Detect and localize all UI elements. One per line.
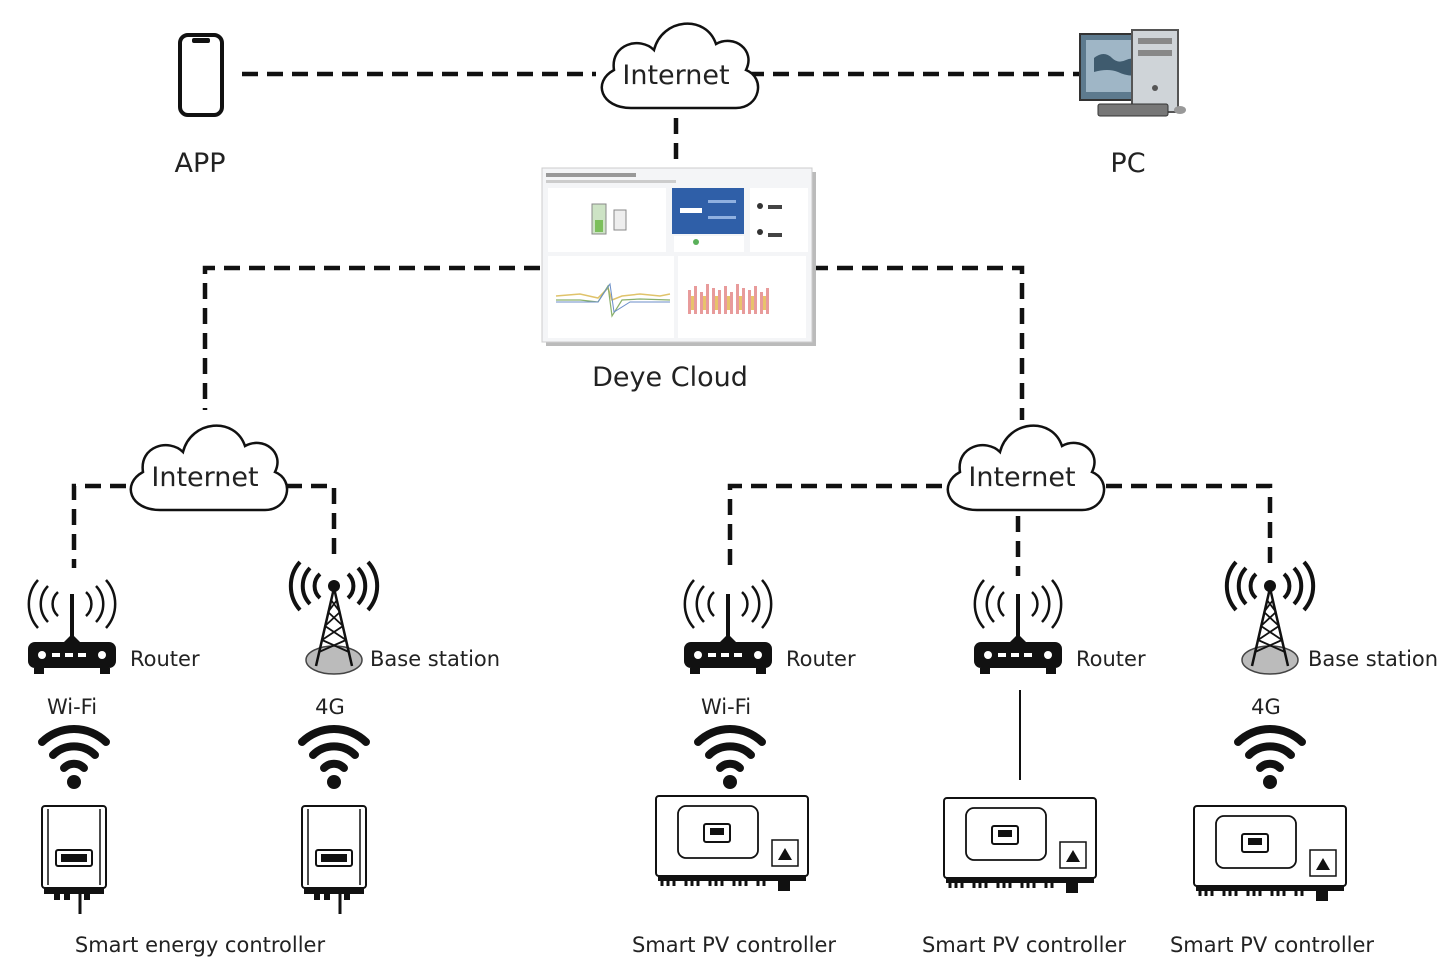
smartphone-icon (178, 33, 224, 117)
wifi-label-left: Wi-Fi (47, 695, 97, 719)
app-label: APP (174, 148, 225, 179)
link-right-internet-tower (1106, 483, 1273, 570)
inverter-icon (40, 804, 108, 916)
router-label-right-1: Router (786, 647, 856, 671)
link-right-internet-router1 (727, 483, 942, 568)
inverter-icon (654, 794, 810, 893)
deye-cloud-label: Deye Cloud (592, 362, 748, 393)
router-label-right-2: Router (1076, 647, 1146, 671)
router-icon (972, 578, 1064, 676)
pc-label: PC (1110, 148, 1145, 179)
4g-label-right: 4G (1251, 695, 1281, 719)
inverter-icon (1192, 804, 1348, 903)
internet-label-left: Internet (151, 462, 258, 493)
wifi-icon (1238, 729, 1302, 789)
4g-label-left: 4G (315, 695, 345, 719)
wifi-icon (42, 729, 106, 789)
cell-tower-icon (288, 560, 380, 676)
device-label-right-2: Smart PV controller (922, 933, 1126, 957)
wifi-label-right: Wi-Fi (701, 695, 751, 719)
link-left-internet-tower (286, 483, 337, 560)
router-icon (682, 578, 774, 676)
device-label-right-1: Smart PV controller (632, 933, 836, 957)
internet-label-right: Internet (968, 462, 1075, 493)
base-station-label-left: Base station (370, 647, 500, 671)
cell-tower-icon (1224, 560, 1316, 676)
link-left-internet-router (71, 483, 126, 568)
pc-icon (1079, 29, 1186, 117)
base-station-label-right: Base station (1308, 647, 1438, 671)
inverter-icon (300, 804, 368, 916)
router-label-left: Router (130, 647, 200, 671)
link-cloud-right-internet (812, 265, 1025, 420)
device-label-right-3: Smart PV controller (1170, 933, 1374, 957)
wifi-icon (302, 729, 366, 789)
device-label-left: Smart energy controller (75, 933, 326, 957)
wifi-icon (698, 729, 762, 789)
router-icon (26, 578, 118, 676)
dashboard-screenshot (541, 167, 816, 346)
internet-label-top: Internet (622, 60, 729, 91)
inverter-icon (942, 796, 1098, 895)
link-cloud-left-internet (202, 265, 540, 410)
